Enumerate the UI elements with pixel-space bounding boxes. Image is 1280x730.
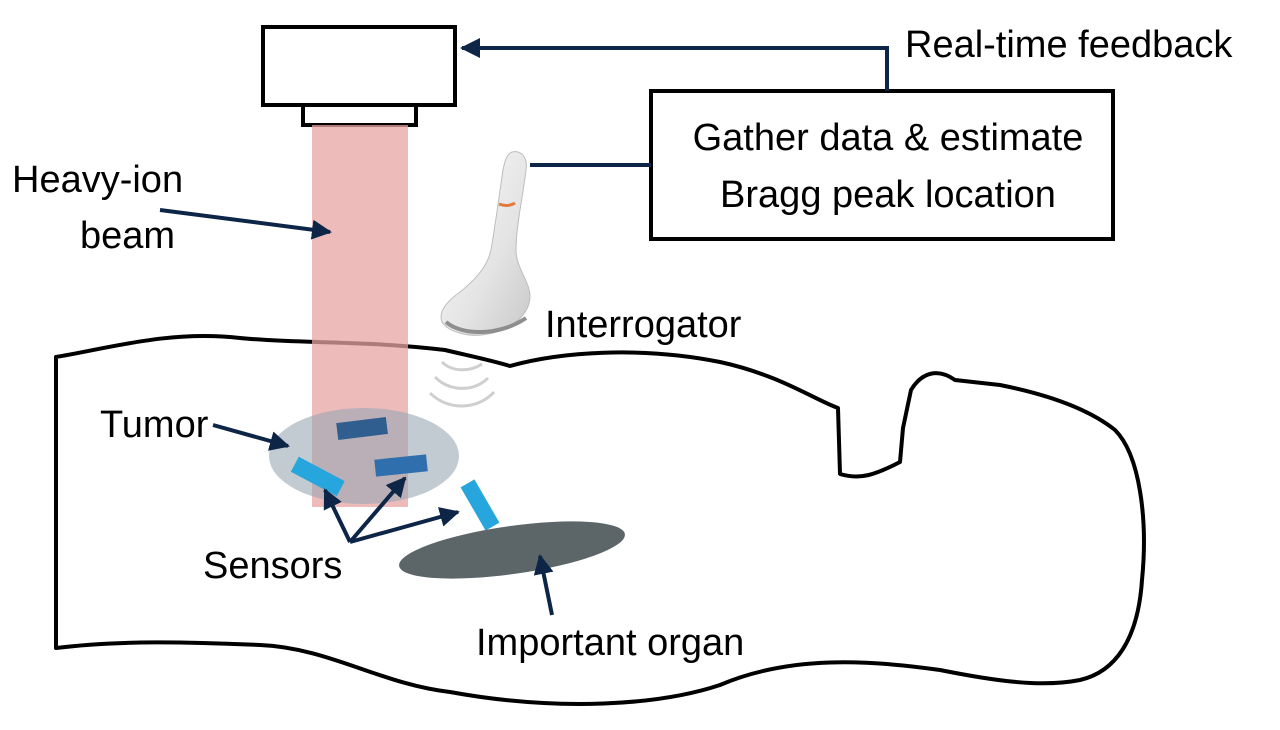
sensors-label: Sensors (203, 545, 342, 587)
beam-source-box (261, 25, 457, 107)
sensor-1 (336, 417, 388, 440)
beam-nozzle (301, 103, 418, 127)
process-line-1: Gather data & estimate (693, 117, 1084, 159)
patient-body-outline (54, 334, 1146, 706)
interrogator-label: Interrogator (545, 304, 742, 346)
sensor-4 (460, 479, 500, 531)
sensor-pointer-arrow-2 (348, 476, 407, 544)
important-organ (399, 521, 625, 579)
realtime-feedback-label: Real-time feedback (905, 24, 1233, 66)
tumor-label: Tumor (100, 404, 209, 446)
organ-pointer-arrow (533, 554, 554, 616)
process-line-2: Bragg peak location (720, 174, 1056, 216)
beam-pointer-arrow (159, 208, 332, 240)
sensor-2 (374, 454, 428, 477)
beam-label-line-1: Heavy-ion (12, 159, 183, 201)
sensor-pointer-arrow-1 (323, 488, 352, 543)
sensor-pointer-arrow-3 (349, 507, 460, 544)
ultrasound-probe-icon (440, 151, 531, 336)
tumor-pointer-arrow (212, 423, 290, 451)
process-box (649, 89, 1115, 241)
organ-label: Important organ (476, 622, 744, 664)
acoustic-wave-icon (428, 360, 496, 408)
beam-label-line-2: beam (80, 215, 175, 257)
sensor-3 (290, 456, 345, 497)
feedback-arrow (460, 38, 889, 91)
